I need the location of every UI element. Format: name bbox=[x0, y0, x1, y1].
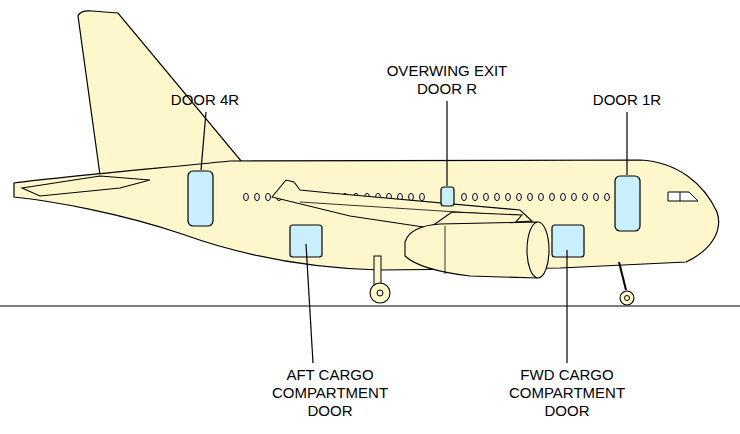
leader-line bbox=[446, 101, 447, 186]
door-1r bbox=[615, 176, 640, 231]
cabin-window bbox=[266, 193, 271, 200]
cockpit-window bbox=[668, 192, 698, 201]
fwd-cargo-door bbox=[552, 225, 584, 257]
door-4r bbox=[188, 171, 213, 226]
engine-intake bbox=[527, 222, 549, 278]
cabin-window bbox=[409, 193, 414, 200]
nose-gear-wheel bbox=[620, 291, 634, 305]
cabin-window bbox=[594, 193, 599, 200]
door-label: DOOR 4R bbox=[138, 91, 272, 109]
cabin-window bbox=[605, 193, 610, 200]
cabin-window bbox=[420, 193, 425, 200]
cabin-window bbox=[244, 193, 249, 200]
engine-cowl-line bbox=[445, 226, 446, 274]
horizontal-stabilizer bbox=[22, 176, 150, 196]
cabin-window bbox=[517, 193, 522, 200]
leader-line bbox=[566, 250, 567, 363]
leader-line bbox=[306, 244, 313, 363]
cabin-window bbox=[462, 193, 467, 200]
engine-nacelle bbox=[405, 222, 537, 278]
leader-line bbox=[626, 112, 627, 175]
fuselage bbox=[14, 160, 719, 270]
wing bbox=[272, 180, 532, 228]
cockpit-window-frame bbox=[680, 192, 681, 201]
overwing-exit-door bbox=[441, 187, 454, 206]
cabin-window bbox=[255, 193, 260, 200]
door-label: AFT CARGO COMPARTMENT DOOR bbox=[263, 366, 397, 420]
main-gear-wheel bbox=[370, 283, 390, 303]
door-label: DOOR 1R bbox=[560, 91, 694, 109]
cabin-window bbox=[495, 193, 500, 200]
cabin-window bbox=[572, 193, 577, 200]
cabin-window bbox=[473, 193, 478, 200]
cabin-window bbox=[561, 193, 566, 200]
main-gear-hub bbox=[377, 290, 383, 296]
door-label: FWD CARGO COMPARTMENT DOOR bbox=[500, 366, 634, 420]
cabin-window bbox=[506, 193, 511, 200]
cabin-window bbox=[528, 193, 533, 200]
ground-line bbox=[0, 305, 740, 306]
cabin-window bbox=[539, 193, 544, 200]
leader-line bbox=[201, 112, 206, 170]
nose-gear-hub bbox=[625, 296, 630, 301]
cabin-window bbox=[583, 193, 588, 200]
cabin-window bbox=[484, 193, 489, 200]
nose-gear-leg bbox=[619, 262, 626, 290]
cabin-window bbox=[550, 193, 555, 200]
door-label: OVERWING EXIT DOOR R bbox=[380, 62, 514, 98]
